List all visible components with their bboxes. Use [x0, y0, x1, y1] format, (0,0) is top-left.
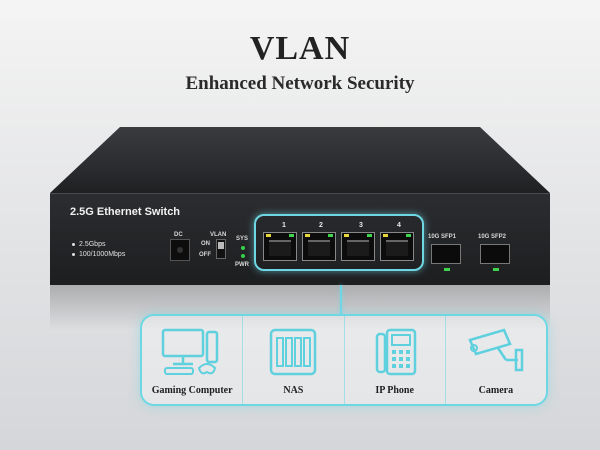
connector-line	[340, 285, 342, 315]
switch-reflection	[50, 285, 550, 330]
model-name: 2.5G Ethernet Switch	[70, 206, 181, 218]
sfp1-label: 10G SFP1	[428, 234, 457, 240]
rj45-port-3[interactable]	[341, 232, 375, 261]
pwr-label: PWR	[235, 262, 249, 268]
sfp-port-1[interactable]	[431, 244, 461, 271]
lan-port-group-highlight	[254, 214, 424, 271]
switch-top-surface	[50, 127, 550, 193]
device-item: IP Phone	[345, 316, 446, 404]
page-title: VLAN	[249, 30, 351, 67]
device-label: Camera	[478, 385, 514, 396]
sfp2-label: 10G SFP2	[478, 234, 507, 240]
camera-icon	[468, 328, 524, 372]
sys-label: SYS	[236, 236, 249, 242]
page-subtitle: Enhanced Network Security	[185, 73, 415, 94]
ip-phone-icon	[375, 328, 416, 376]
nas-icon	[270, 328, 317, 376]
rj45-port-1[interactable]	[263, 232, 297, 261]
device-label: Gaming Computer	[151, 385, 233, 396]
port-number: 2	[319, 222, 323, 229]
port-number: 1	[282, 222, 286, 229]
port-number: 3	[359, 222, 363, 229]
gaming-computer-icon	[161, 328, 219, 375]
rj45-port-2[interactable]	[302, 232, 336, 261]
dc-power-jack	[170, 239, 190, 261]
rj45-port-4[interactable]	[380, 232, 414, 261]
pwr-led	[241, 254, 245, 258]
spec-item: 2.5Gbps	[72, 241, 105, 248]
device-item: Gaming Computer	[142, 316, 244, 404]
device-label: IP Phone	[375, 385, 414, 396]
device-panel: Gaming Computer NAS IP Phone	[140, 314, 548, 406]
device-item: Camera	[446, 316, 546, 404]
device-item: NAS	[243, 316, 345, 404]
vlan-label: VLAN	[210, 232, 227, 238]
switch-front-panel: 2.5G Ethernet Switch 2.5Gbps 100/1000Mbp…	[50, 193, 550, 285]
sys-led	[241, 246, 245, 250]
vlan-toggle-switch[interactable]	[216, 239, 226, 259]
dc-label: DC	[174, 232, 183, 238]
vlan-on-label: ON	[201, 241, 210, 247]
vlan-off-label: OFF	[199, 252, 211, 258]
port-number: 4	[397, 222, 401, 229]
sfp-port-2[interactable]	[480, 244, 510, 271]
spec-item: 100/1000Mbps	[72, 251, 125, 258]
device-label: NAS	[283, 385, 304, 396]
